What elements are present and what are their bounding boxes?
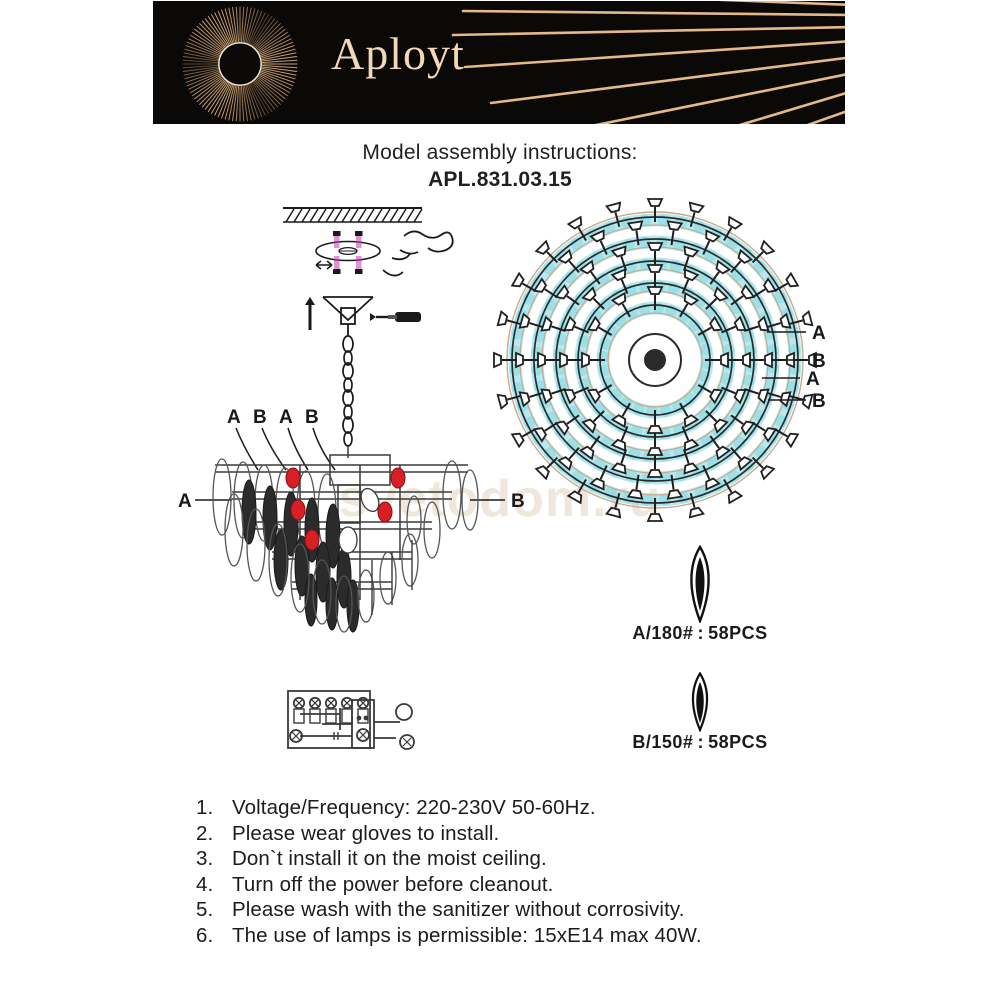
list-item: 3. Don`t install it on the moist ceiling…: [196, 846, 896, 872]
instructions-list: 1. Voltage/Frequency: 220-230V 50-60Hz. …: [196, 795, 896, 948]
header-banner: Aployt: [153, 1, 845, 124]
mounting-bracket-icon: [315, 240, 381, 262]
label-a-1: A: [227, 407, 241, 428]
top-view-label-text: A B A B: [806, 323, 826, 412]
instruction-number: 3.: [196, 847, 214, 870]
label-a-2: A: [279, 407, 293, 428]
instruction-text: Turn off the power before cleanout.: [232, 872, 554, 896]
label-a-left: A: [178, 491, 192, 512]
part-legend-a-label: A/180# : 58PCS: [632, 623, 768, 643]
crystal-leaf-icon: [241, 479, 360, 633]
instruction-number: 1.: [196, 796, 214, 819]
label-b-right: B: [511, 491, 525, 512]
label-b-2: B: [305, 407, 319, 428]
part-legend-b: B/150# : 58PCS: [595, 672, 805, 753]
top-view-leaders: [762, 331, 806, 401]
sunburst-logo-icon: [182, 6, 298, 122]
list-item: 1. Voltage/Frequency: 220-230V 50-60Hz.: [196, 795, 896, 821]
chandelier-top-view: A B A B: [493, 198, 826, 522]
top-label-a-1: A: [812, 323, 826, 344]
label-b-1: B: [253, 407, 267, 428]
instruction-number: 4.: [196, 872, 214, 896]
crystal-leaf-icon: [595, 672, 805, 732]
chain-icon: [342, 335, 354, 447]
top-label-a-2: A: [806, 369, 820, 390]
radiating-rays-icon: [451, 1, 845, 124]
instruction-number: 5.: [196, 898, 214, 921]
list-item: 2. Please wear gloves to install.: [196, 821, 896, 847]
side-view-labels: [195, 427, 505, 501]
list-item: 5. Please wash with the sanitizer withou…: [196, 897, 896, 923]
screw-icon: [315, 231, 363, 274]
brand-wordmark: Aployt: [331, 28, 465, 79]
up-arrow-icon: [305, 297, 315, 330]
instruction-text: Please wash with the sanitizer without c…: [232, 898, 685, 921]
crystal-leaf-icon: [224, 493, 441, 633]
instruction-number: 2.: [196, 821, 214, 845]
instruction-text: Don`t install it on the moist ceiling.: [232, 847, 547, 870]
ceiling-mount-detail: [283, 207, 454, 447]
part-legend-a: A/180# : 58PCS: [595, 545, 805, 644]
canopy-icon: [322, 296, 374, 336]
chandelier-side-view: [212, 447, 479, 633]
model-code: APL.831.03.15: [428, 168, 572, 191]
wire-icon: [382, 230, 454, 277]
top-label-b-2: B: [812, 391, 826, 412]
wiring-terminal-diagram: [287, 690, 415, 750]
instruction-text: Voltage/Frequency: 220-230V 50-60Hz.: [232, 796, 596, 819]
instruction-number: 6.: [196, 923, 214, 947]
instruction-text: The use of lamps is permissible: 15xE14 …: [232, 923, 702, 947]
hatched-ceiling-icon: [283, 207, 423, 223]
instruction-text: Please wear gloves to install.: [232, 821, 500, 845]
screwdriver-icon: [370, 312, 421, 322]
page-title: Model assembly instructions:: [362, 141, 638, 164]
part-legend-b-label: B/150# : 58PCS: [632, 732, 768, 752]
crystal-leaf-icon: [595, 545, 805, 623]
top-label-b-1: B: [812, 351, 826, 372]
side-view-label-text: A B A B A B: [178, 407, 525, 512]
list-item: 4. Turn off the power before cleanout.: [196, 872, 896, 898]
light-bulb-icon: [285, 467, 406, 554]
list-item: 6. The use of lamps is permissible: 15xE…: [196, 923, 896, 949]
